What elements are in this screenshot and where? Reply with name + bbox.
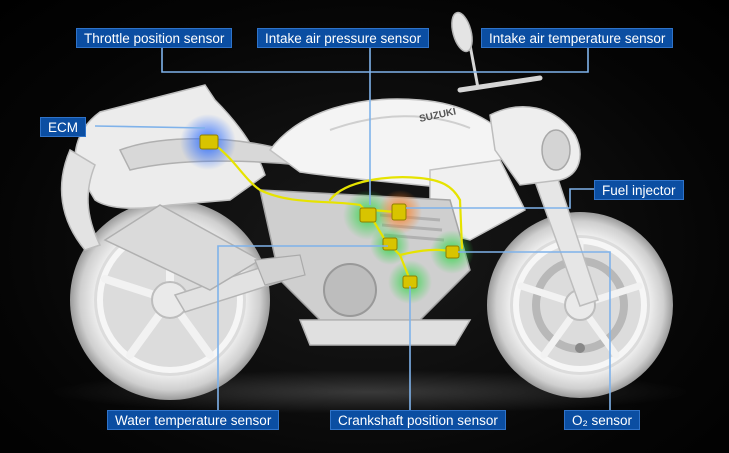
- label-throttle-position-sensor: Throttle position sensor: [76, 28, 233, 48]
- label-crankshaft-position-sensor: Crankshaft position sensor: [330, 410, 506, 430]
- leader-lines: [94, 48, 611, 410]
- rear-fender: [60, 148, 102, 251]
- mirror-stem: [468, 44, 480, 89]
- ecm-unit: [199, 134, 219, 150]
- engine-cover: [323, 263, 377, 317]
- mirror: [451, 11, 473, 53]
- label-water-temperature-sensor: Water temperature sensor: [107, 410, 280, 430]
- fuel-injector-body: [391, 203, 407, 221]
- handlebar: [457, 75, 543, 93]
- footpeg-bracket: [254, 254, 306, 286]
- headlight: [541, 129, 571, 171]
- sensor-components: [199, 134, 460, 289]
- label-fuel-injector: Fuel injector: [594, 180, 684, 200]
- label-ecm: ECM: [40, 117, 86, 137]
- label-intake-air-temperature-sensor: Intake air temperature sensor: [481, 28, 674, 48]
- o2-sensor-body: [445, 245, 460, 259]
- label-o2-sensor: O₂ sensor: [564, 410, 641, 430]
- throttle-body-sensor: [359, 207, 377, 223]
- water-temp-sensor: [382, 237, 398, 251]
- label-intake-air-pressure-sensor: Intake air pressure sensor: [257, 28, 430, 48]
- belly-pan: [298, 319, 472, 346]
